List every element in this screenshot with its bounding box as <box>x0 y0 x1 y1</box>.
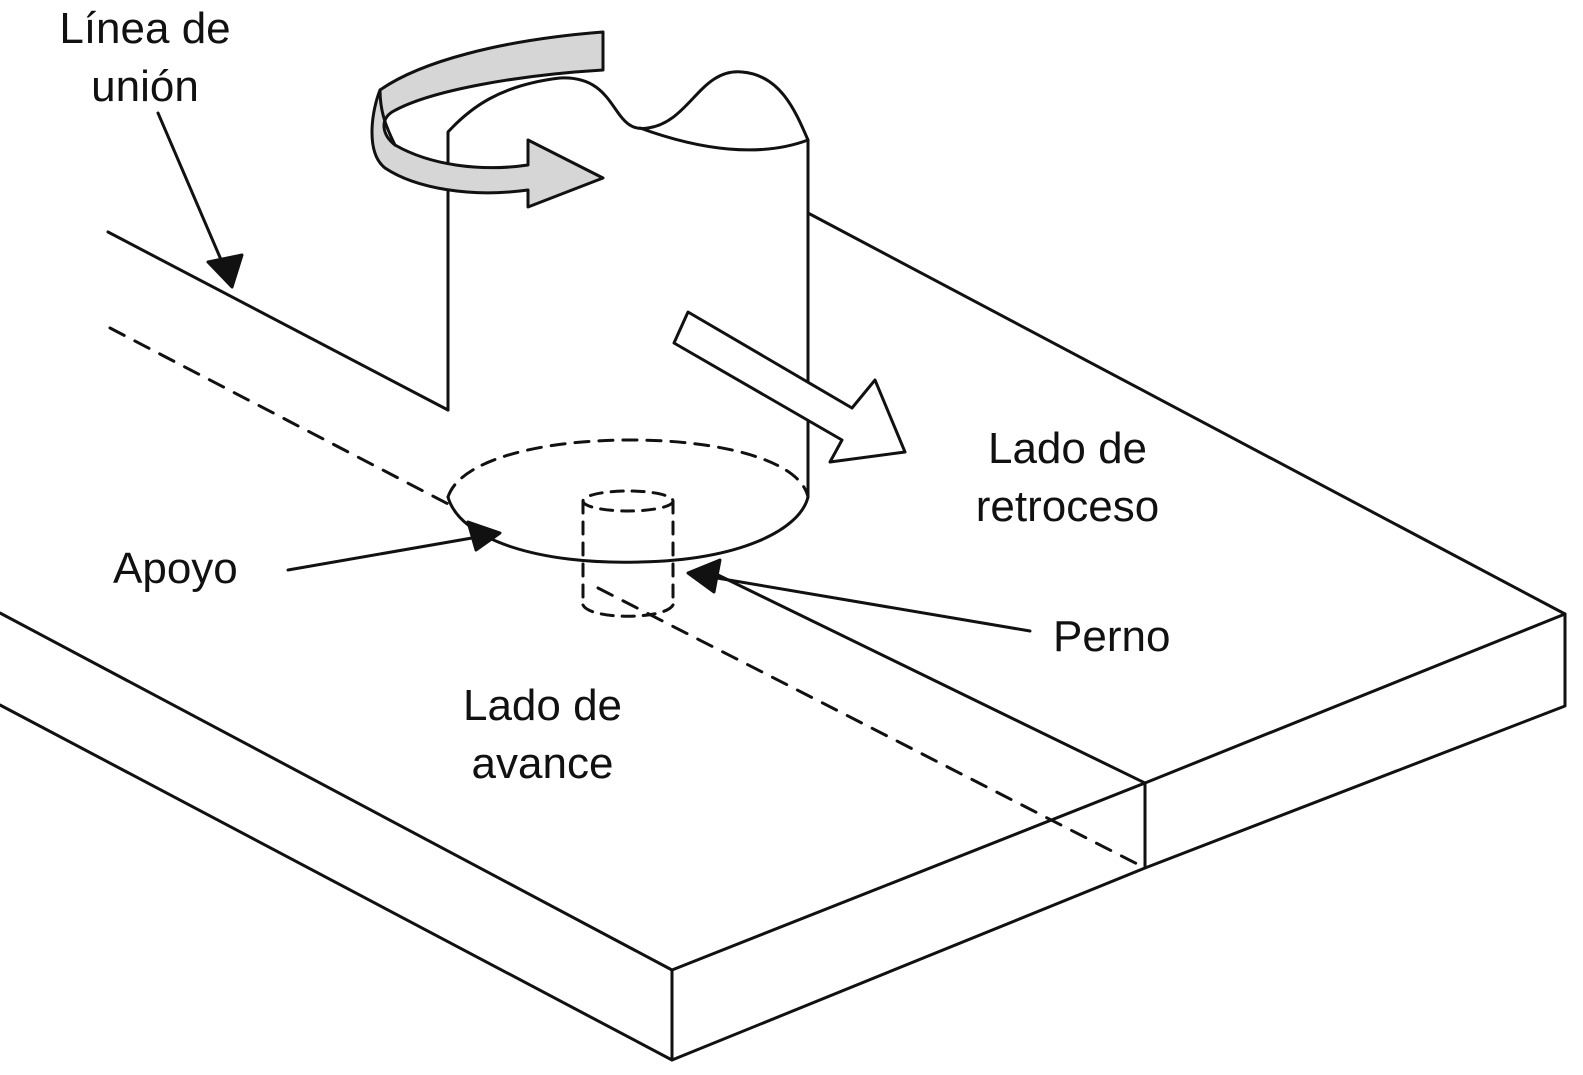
right-plate-front-top-edge <box>1143 612 1567 785</box>
right-plate-joint-edge <box>716 573 1147 785</box>
tool-cylinder <box>446 70 810 564</box>
rotation-arrow-inner-fold <box>378 88 397 147</box>
rotation-arrow <box>370 30 605 209</box>
retreating-side-label: Lado de retroceso <box>955 420 1180 536</box>
joint-line-leader <box>156 111 224 264</box>
advancing-side-label-line-1: Lado de <box>462 681 623 730</box>
tool-back-edge-line <box>638 126 810 152</box>
joint-line-dashed-back <box>108 326 452 507</box>
joint-line-hidden <box>108 326 1147 870</box>
joint-line-label-line-1: Línea de <box>59 4 231 53</box>
left-plate-front-bottom-edge <box>670 866 1147 1062</box>
left-plate <box>0 230 1147 1062</box>
advancing-side-label: Lado de avance <box>440 677 645 793</box>
leader-arrows <box>156 111 1032 633</box>
shoulder-front-arc <box>446 495 810 564</box>
retreating-side-label-line-2: retroceso <box>975 482 1160 531</box>
right-plate-side-face <box>1143 612 1567 870</box>
shoulder-arrowhead <box>466 520 502 552</box>
shoulder-back-arc-hidden <box>446 438 810 499</box>
pin-arrowhead <box>686 558 722 594</box>
left-plate-front-top-edge <box>670 781 1147 972</box>
joint-line-label: Línea de unión <box>45 0 245 116</box>
pin-label: Perno <box>1053 612 1171 661</box>
left-plate-joint-top-edge <box>106 230 450 412</box>
joint-line-dashed-front <box>596 586 1147 870</box>
right-plate <box>716 211 1567 870</box>
advancing-side-label-line-2: avance <box>471 739 614 788</box>
pin-top-ellipse <box>581 489 675 513</box>
travel-direction-arrow-icon <box>672 310 907 464</box>
curved-rotation-arrow-icon <box>370 30 605 209</box>
left-plate-side-profile <box>0 611 674 1062</box>
joint-line-label-line-2: unión <box>91 62 199 111</box>
tool-pin <box>581 489 675 618</box>
shoulder-label: Apoyo <box>113 544 238 593</box>
tool-top-profile <box>446 70 810 499</box>
retreating-side-label-line-1: Lado de <box>987 424 1148 473</box>
pin-bottom-arc <box>581 603 675 618</box>
right-plate-back-edge <box>806 211 1567 616</box>
shoulder-leader <box>286 536 474 572</box>
joint-line-arrowhead <box>206 253 244 289</box>
pin-leader <box>715 576 1032 633</box>
